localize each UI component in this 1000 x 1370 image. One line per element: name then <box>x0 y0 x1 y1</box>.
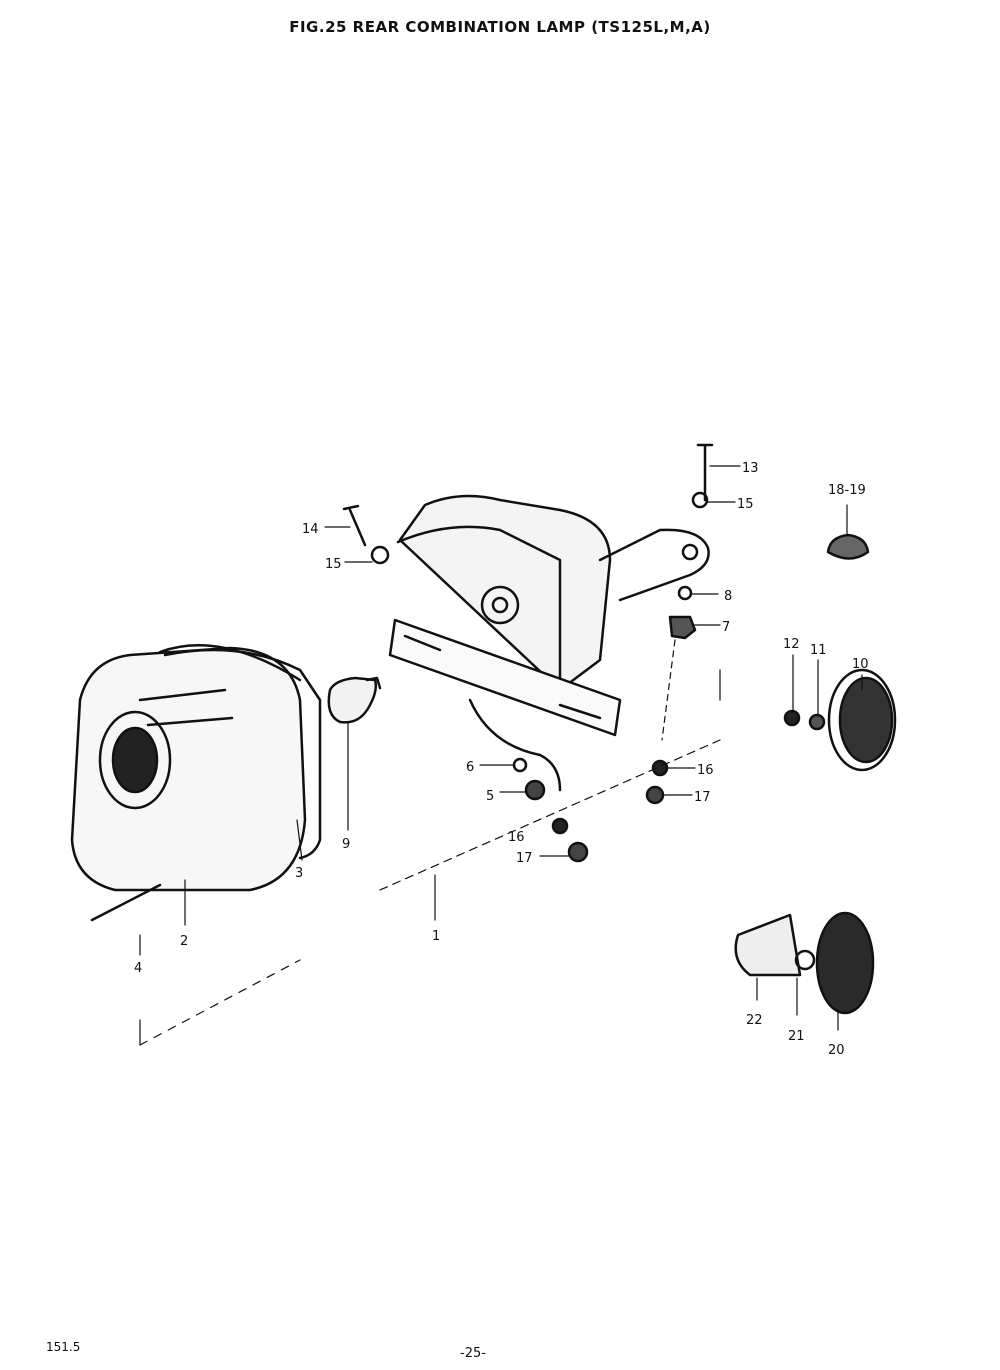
holder-part-22 <box>734 913 802 977</box>
side-reflector-assembly <box>734 911 875 1015</box>
callout-2: 2 <box>180 934 188 949</box>
callout-1: 1 <box>432 929 440 944</box>
callout-8: 8 <box>724 589 732 604</box>
callout-13: 13 <box>742 461 759 476</box>
callout-15a: 15 <box>737 497 754 512</box>
bracket-part-1 <box>388 494 710 792</box>
callout-10: 10 <box>852 657 869 672</box>
washer-part-15b <box>370 545 390 565</box>
callout-16a: 16 <box>697 763 714 778</box>
nut-part-17b <box>567 841 589 863</box>
bulb-part-9 <box>327 676 382 724</box>
washer-part-11 <box>808 713 826 731</box>
figure-title: FIG.25 REAR COMBINATION LAMP (TS125L,M,A… <box>289 18 711 36</box>
nut-part-17a <box>645 785 665 805</box>
callout-21: 21 <box>788 1029 805 1044</box>
reflector-part-20 <box>815 911 875 1015</box>
callout-14: 14 <box>302 522 319 537</box>
lamp-housing-part-2 <box>70 644 307 892</box>
callout-16b: 16 <box>508 830 525 845</box>
nut-part-16b <box>551 817 569 835</box>
callout-3: 3 <box>295 866 303 881</box>
callout-17a: 17 <box>694 790 711 805</box>
screw-part-13 <box>696 443 714 502</box>
screw-part-4 <box>90 883 162 922</box>
gasket-part-3 <box>163 648 322 860</box>
callout-4: 4 <box>134 961 142 976</box>
nut-part-21 <box>794 949 816 971</box>
grommet-part-18-19 <box>826 533 870 560</box>
nut-part-12 <box>783 709 801 727</box>
page-number: -25- <box>460 1346 486 1361</box>
callout-18-19: 18-19 <box>828 483 866 498</box>
callout-22: 22 <box>746 1013 763 1028</box>
callout-6: 6 <box>466 760 474 775</box>
leader-lines <box>139 465 863 1046</box>
callout-5: 5 <box>486 789 494 804</box>
nut-part-7 <box>668 615 697 640</box>
callout-15b: 15 <box>325 557 342 572</box>
callout-7: 7 <box>722 620 730 635</box>
screw-part-14 <box>342 504 367 547</box>
callout-17b: 17 <box>516 851 533 866</box>
washer-part-8 <box>677 585 693 601</box>
washer-part-15a <box>691 491 709 509</box>
callout-12: 12 <box>783 637 800 652</box>
callout-20: 20 <box>828 1043 845 1058</box>
reflector-part-10 <box>827 668 897 772</box>
figure-code: 151.5 <box>46 1340 81 1354</box>
callout-11: 11 <box>810 643 827 658</box>
washer-part-6 <box>512 757 528 773</box>
nut-part-5 <box>524 779 546 801</box>
callout-9: 9 <box>342 837 350 852</box>
